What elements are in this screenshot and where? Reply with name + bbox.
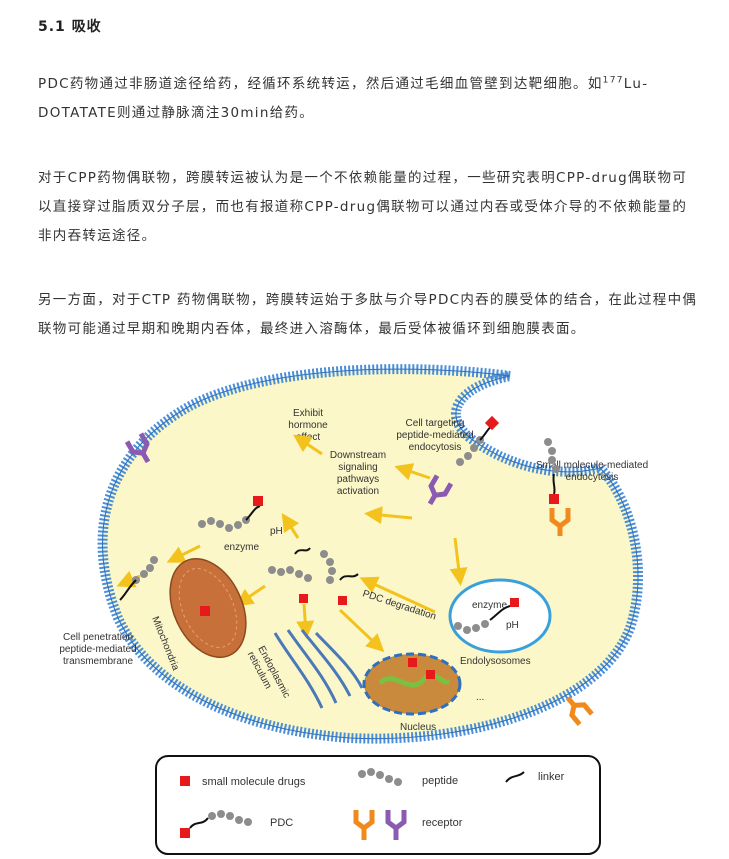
- section-title: 吸收: [71, 19, 102, 35]
- section-heading: 5.1 吸收: [38, 16, 102, 36]
- paragraph-2: 对于CPP药物偶联物，跨膜转运被认为是一个不依赖能量的过程，一些研究表明CPP-…: [38, 170, 688, 244]
- legend-receptor-purple: [385, 810, 407, 840]
- section-number: 5.1: [38, 19, 66, 35]
- receptor-orange-right: [549, 508, 571, 536]
- label-ph-endo: pH: [506, 620, 519, 631]
- legend-peptide-swatch: [358, 768, 402, 786]
- peptide-chain-middle: [268, 550, 336, 584]
- legend-small-molecule-drugs: small molecule drugs: [202, 776, 306, 788]
- legend-receptor-orange: [353, 810, 375, 840]
- label-ellipsis: ...: [476, 692, 484, 703]
- receptor-orange-bottom: [565, 696, 594, 726]
- isotope-superscript: 177: [602, 75, 624, 86]
- receptor-purple-right: [427, 474, 454, 506]
- legend-box: [155, 755, 601, 855]
- label-endolysosomes: Endolysosomes: [460, 656, 531, 667]
- endolysosome: [448, 578, 552, 654]
- paragraph-1-text: PDC药物通过非肠道途径给药，经循环系统转运，然后通过毛细血管壁到达靶细胞。如: [38, 76, 603, 92]
- label-enzyme-endo: enzyme: [472, 600, 507, 611]
- label-nucleus: Nucleus: [400, 722, 436, 733]
- legend-linker-swatch: [505, 771, 525, 783]
- legend-pdc: PDC: [270, 817, 293, 829]
- legend-drug-swatch: [180, 776, 190, 786]
- legend-peptide: peptide: [422, 775, 458, 787]
- drug-square-top: [253, 496, 263, 506]
- legend-receptor: receptor: [422, 817, 463, 829]
- endoplasmic-reticulum: [273, 629, 364, 709]
- legend-pdc-swatch: [189, 817, 209, 829]
- paragraph-1: PDC药物通过非肠道途径给药，经循环系统转运，然后通过毛细血管壁到达靶细胞。如1…: [38, 70, 698, 128]
- peptide-chain-top: [198, 516, 250, 532]
- label-ph-top: pH: [270, 526, 283, 537]
- paragraph-3: 另一方面，对于CTP 药物偶联物，跨膜转运始于多肽与介导PDC内吞的膜受体的结合…: [38, 292, 698, 337]
- receptor-purple-left: [124, 432, 151, 464]
- label-enzyme-top: enzyme: [224, 542, 259, 553]
- paragraph-1-text-end: Lu-DOTATATE则通过静脉滴注30min给药。: [38, 76, 649, 121]
- legend-linker: linker: [538, 771, 565, 783]
